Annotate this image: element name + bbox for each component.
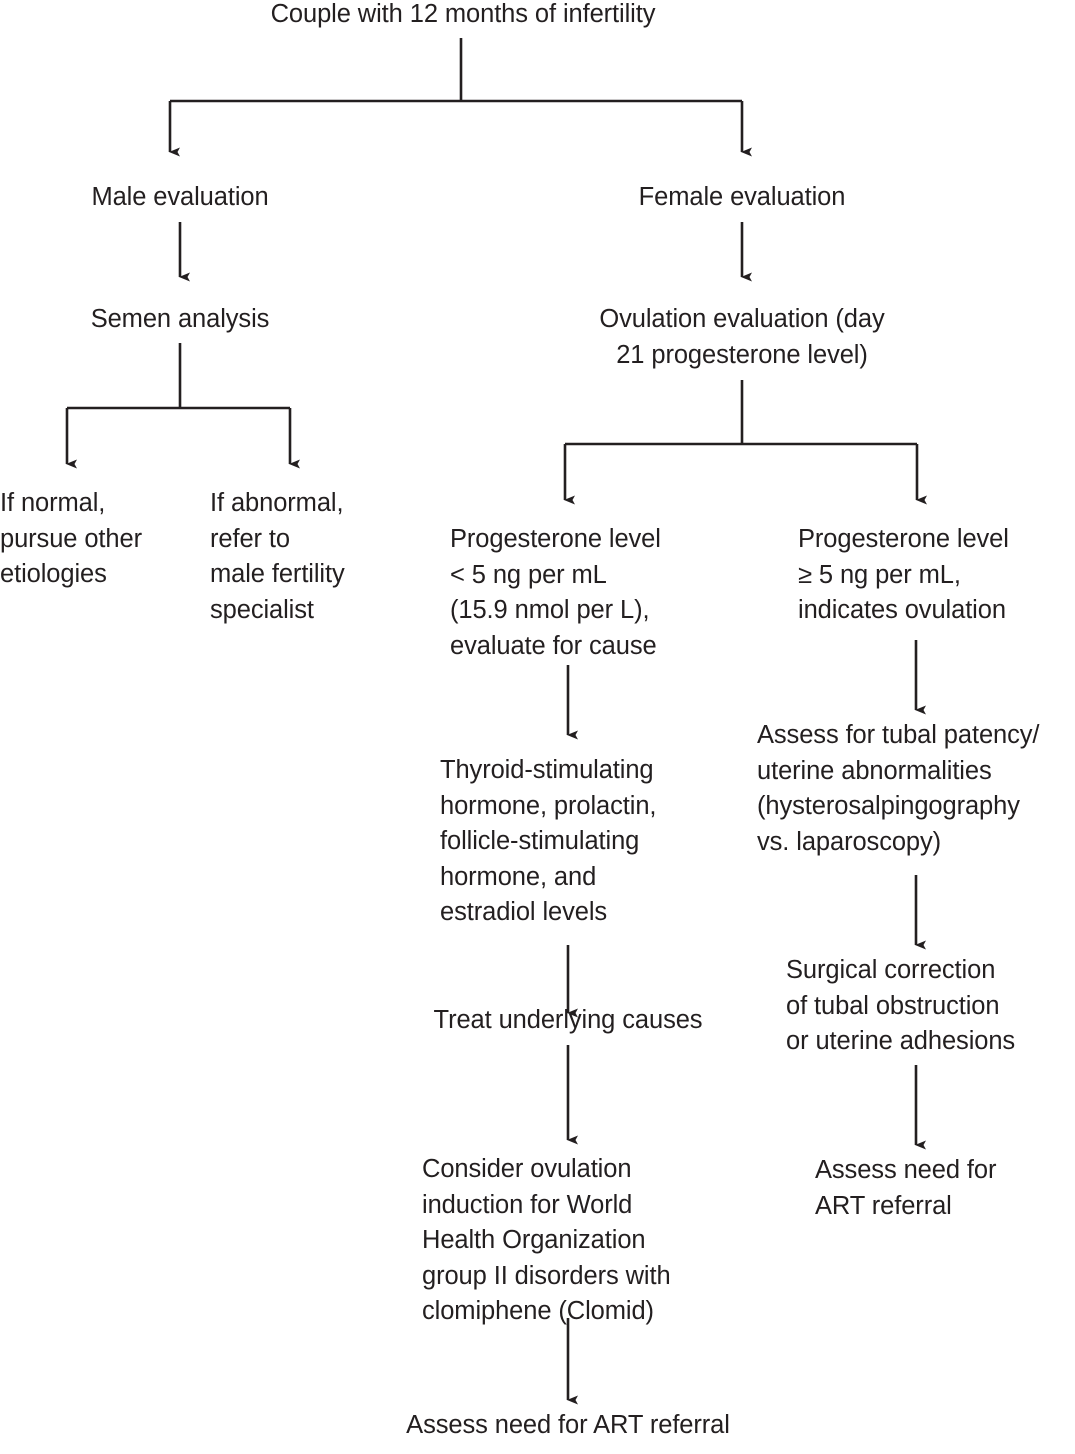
node-root: Couple with 12 months of infertility	[270, 0, 656, 28]
node-treat-causes: Treat underlying causes	[433, 1006, 703, 1034]
node-art-referral-right: Assess need for ART referral	[815, 1156, 997, 1220]
node-female-evaluation: Female evaluation	[638, 183, 846, 211]
node-ovulation-evaluation: Ovulation evaluation (day 21 progesteron…	[599, 305, 885, 369]
node-ovulation-induction: Consider ovulation induction for World H…	[422, 1155, 671, 1325]
node-progesterone-low: Progesterone level < 5 ng per mL (15.9 n…	[450, 525, 661, 660]
node-hormone-panel: Thyroid-stimulating hormone, prolactin, …	[440, 756, 657, 926]
node-art-referral-center: Assess need for ART referral	[406, 1411, 730, 1439]
node-tubal-assessment: Assess for tubal patency/ uterine abnorm…	[757, 721, 1040, 856]
node-semen-analysis: Semen analysis	[90, 305, 270, 333]
node-progesterone-high: Progesterone level ≥ 5 ng per mL, indica…	[798, 525, 1009, 624]
node-surgical-correction: Surgical correction of tubal obstruction…	[786, 956, 1016, 1055]
node-male-evaluation: Male evaluation	[91, 183, 269, 211]
node-semen-normal: If normal, pursue other etiologies	[0, 489, 142, 588]
node-semen-abnormal: If abnormal, refer to male fertility spe…	[210, 489, 345, 624]
